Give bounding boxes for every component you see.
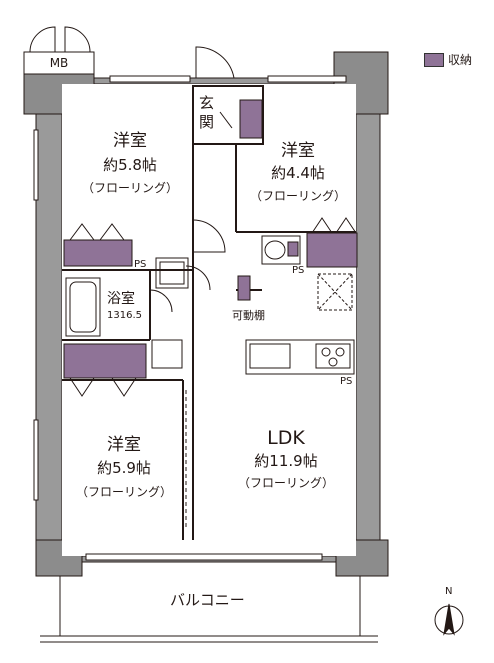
wall-right bbox=[355, 79, 381, 541]
room-name-western-1: 洋室 bbox=[113, 131, 147, 151]
bath-size: 1316.5 bbox=[107, 310, 142, 321]
balcony-label: バルコニー bbox=[170, 591, 245, 609]
wall-left bbox=[35, 79, 63, 541]
storage-closet-right bbox=[306, 232, 358, 268]
room-floor-western-1: （フローリング） bbox=[81, 181, 178, 195]
mb-box bbox=[23, 51, 95, 75]
storage-shoe bbox=[239, 99, 263, 139]
room-floor-western-2: （フローリング） bbox=[249, 189, 346, 203]
room-name-ldk: LDK bbox=[267, 427, 305, 449]
room-size-western-1: 約5.8帖 bbox=[103, 156, 157, 174]
north-compass-icon bbox=[434, 603, 464, 636]
legend-swatch bbox=[424, 52, 444, 67]
bath-name: 浴室 bbox=[107, 291, 135, 307]
fridge-space bbox=[317, 273, 353, 311]
room-size-ldk: 約11.9帖 bbox=[254, 452, 318, 470]
storage-areas bbox=[63, 99, 358, 379]
balcony-outline bbox=[40, 576, 378, 643]
mb-doors bbox=[29, 26, 91, 53]
ps-label-2: PS bbox=[292, 265, 305, 276]
north-label: N bbox=[445, 586, 453, 597]
entrance-door bbox=[195, 46, 235, 79]
ps-label-1: PS bbox=[134, 259, 147, 270]
genkan-label-1: 玄 bbox=[199, 94, 215, 112]
storage-closet-top-left bbox=[63, 239, 133, 267]
bathtub bbox=[65, 277, 101, 337]
fixtures bbox=[151, 235, 301, 369]
genkan-label-2: 関 bbox=[199, 113, 215, 131]
room-name-western-3: 洋室 bbox=[107, 435, 141, 455]
kitchen-counter bbox=[245, 339, 355, 375]
storage-closet-bottom-left bbox=[63, 343, 147, 379]
closet-doors bbox=[69, 111, 357, 397]
room-floor-western-3: （フローリング） bbox=[75, 485, 172, 499]
interior-doors bbox=[149, 219, 226, 313]
room-name-western-2: 洋室 bbox=[281, 141, 315, 161]
room-size-western-3: 約5.9帖 bbox=[97, 459, 151, 477]
ps-label-3: PS bbox=[340, 376, 353, 387]
storage-shelf bbox=[237, 275, 251, 301]
room-size-western-2: 約4.4帖 bbox=[271, 164, 325, 182]
legend: 収納 bbox=[424, 51, 472, 68]
windows bbox=[33, 75, 347, 561]
mb-label: MB bbox=[49, 56, 69, 70]
room-floor-ldk: （フローリング） bbox=[237, 476, 334, 490]
movable-shelf-label: 可動棚 bbox=[232, 309, 265, 322]
interior-walls bbox=[62, 85, 356, 540]
legend-label: 収納 bbox=[448, 53, 473, 67]
